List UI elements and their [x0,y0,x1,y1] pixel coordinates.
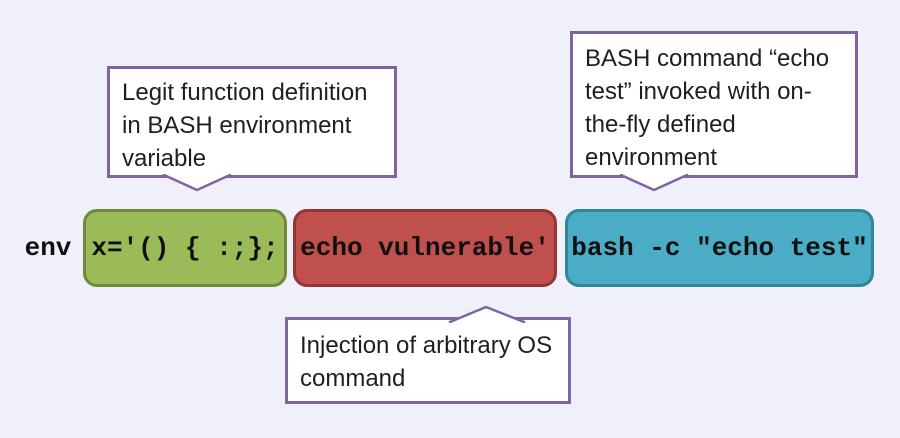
command-segment-injected-command: echo vulnerable' [293,209,557,287]
callout-legit-text: Legit function definition in BASH enviro… [122,79,368,172]
command-blue-text: bash -c "echo test" [571,233,868,263]
callout-pointer-up-icon [448,305,526,323]
command-segment-function-definition: x='() { :;}; [83,209,287,287]
callout-injection-text: Injection of arbitrary OS command [300,332,553,392]
command-segment-bash-invocation: bash -c "echo test" [565,209,874,287]
callout-bash-command-invoked: BASH command “echo test” invoked with on… [570,31,858,192]
callout-pointer-down-icon [619,174,689,192]
command-green-text: x='() { :;}; [91,233,279,263]
command-env-prefix: env [16,209,80,287]
callout-pointer-down-icon [162,174,232,192]
callout-invoke-text: BASH command “echo test” invoked with on… [585,45,830,171]
callout-os-command-injection: Injection of arbitrary OS command [285,305,571,404]
command-red-text: echo vulnerable' [300,233,550,263]
command-env-text: env [24,233,72,263]
callout-legit-function-definition: Legit function definition in BASH enviro… [107,66,397,192]
